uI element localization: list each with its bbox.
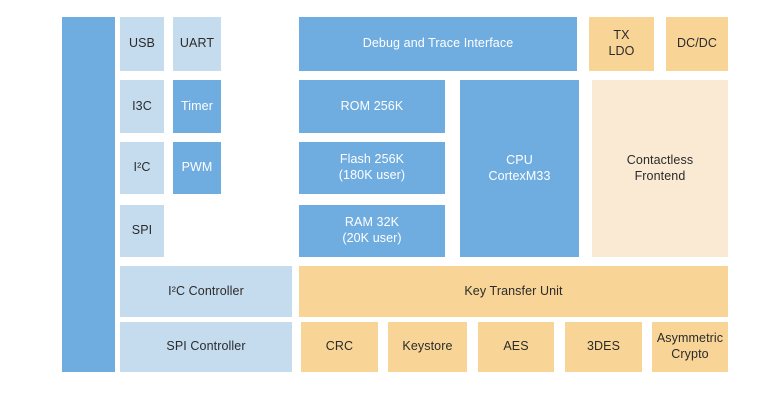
block-rom-256k: ROM 256K	[299, 80, 445, 133]
block-label: I3C	[132, 98, 152, 113]
block-i3c: I3C	[120, 80, 164, 133]
block-asymmetric-crypto: Asymmetric Crypto	[652, 322, 728, 372]
block-flash-256k: Flash 256K (180K user)	[299, 142, 445, 194]
block-3des: 3DES	[565, 322, 642, 372]
block-label: SPI	[131, 223, 153, 238]
block-label: I²C Controller	[168, 283, 244, 298]
block-label: Keystore	[402, 339, 453, 354]
block-label: USB	[128, 36, 155, 51]
block-spi-controller: SPI Controller	[120, 322, 292, 372]
block-aes: AES	[478, 322, 554, 372]
block-label: DC/DC	[676, 36, 718, 51]
block-keystore: Keystore	[388, 322, 467, 372]
block-timer: Timer	[173, 80, 221, 133]
block-ram-32k: RAM 32K (20K user)	[299, 205, 445, 257]
block-label: I²C	[133, 160, 151, 175]
block-label: PWM	[181, 160, 213, 175]
block-label: UART	[179, 36, 215, 51]
block-label: RAM 32K (20K user)	[342, 215, 402, 245]
block-label: Key Transfer Unit	[464, 283, 563, 298]
block-uart: UART	[173, 17, 221, 71]
block-dc-dc: DC/DC	[666, 17, 728, 71]
block-label: Debug and Trace Interface	[362, 36, 514, 51]
block-contactless-frontend: Contactless Frontend	[592, 80, 728, 257]
block-i2c-controller: I²C Controller	[120, 266, 292, 317]
block-tx-ldo: TX LDO	[589, 17, 654, 71]
block-label: CRC	[325, 339, 354, 354]
block-label: CPU CortexM33	[488, 152, 551, 183]
block-label: 3DES	[586, 339, 621, 354]
block-label: Asymmetric Crypto	[656, 331, 724, 361]
block-key-transfer-unit: Key Transfer Unit	[299, 266, 728, 317]
block-label: ROM 256K	[340, 98, 404, 113]
block-system-bus	[62, 17, 115, 372]
block-label: Timer	[181, 98, 213, 113]
block-label: TX LDO	[608, 28, 635, 58]
block-label: SPI Controller	[166, 339, 246, 354]
block-cpu-cortex-m33: CPU CortexM33	[460, 80, 579, 257]
block-crc: CRC	[301, 322, 378, 372]
block-i2c: I²C	[120, 142, 164, 194]
block-label: AES	[503, 339, 529, 354]
block-label: Contactless Frontend	[626, 152, 694, 183]
block-debug-trace-interface: Debug and Trace Interface	[299, 17, 577, 71]
block-label: Flash 256K (180K user)	[338, 152, 406, 182]
block-usb: USB	[120, 17, 164, 71]
block-spi: SPI	[120, 205, 164, 257]
block-pwm: PWM	[173, 142, 221, 194]
